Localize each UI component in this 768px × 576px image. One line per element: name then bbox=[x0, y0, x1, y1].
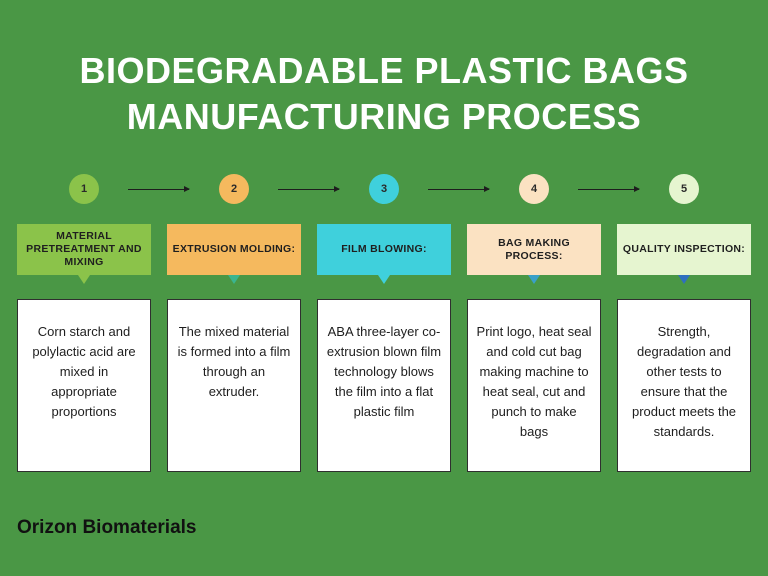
step-3-label: FILM BLOWING: bbox=[317, 224, 451, 275]
step-2-pointer bbox=[228, 275, 240, 284]
page-title: BIODEGRADABLE PLASTIC BAGS MANUFACTURING… bbox=[0, 48, 768, 140]
step-2-number-circle: 2 bbox=[219, 174, 249, 204]
step-4-label: BAG MAKING PROCESS: bbox=[467, 224, 601, 275]
step-1-pointer bbox=[78, 275, 90, 284]
title-line-2: MANUFACTURING PROCESS bbox=[126, 96, 642, 137]
arrow-step-2-to-3 bbox=[278, 186, 340, 192]
title-line-1: BIODEGRADABLE PLASTIC BAGS bbox=[79, 50, 689, 91]
step-5-pointer bbox=[678, 275, 690, 284]
arrow-step-4-to-5 bbox=[578, 186, 640, 192]
step-2-label: EXTRUSION MOLDING: bbox=[167, 224, 301, 275]
step-1-number-circle: 1 bbox=[69, 174, 99, 204]
step-4-number-circle: 4 bbox=[519, 174, 549, 204]
step-4-pointer bbox=[528, 275, 540, 284]
step-5-description-card: Strength, degradation and other tests to… bbox=[617, 299, 751, 472]
step-1-description-card: Corn starch and polylactic acid are mixe… bbox=[17, 299, 151, 472]
step-5-label: QUALITY INSPECTION: bbox=[617, 224, 751, 275]
arrow-step-1-to-2 bbox=[128, 186, 190, 192]
step-3-number-circle: 3 bbox=[369, 174, 399, 204]
step-2-description-card: The mixed material is formed into a film… bbox=[167, 299, 301, 472]
brand-name: Orizon Biomaterials bbox=[17, 517, 197, 538]
step-4-description-card: Print logo, heat seal and cold cut bag m… bbox=[467, 299, 601, 472]
step-5-number-circle: 5 bbox=[669, 174, 699, 204]
step-1-label: MATERIAL PRETREATMENT AND MIXING bbox=[17, 224, 151, 275]
step-3-description-card: ABA three-layer co-extrusion blown film … bbox=[317, 299, 451, 472]
step-3-pointer bbox=[378, 275, 390, 284]
arrow-step-3-to-4 bbox=[428, 186, 490, 192]
